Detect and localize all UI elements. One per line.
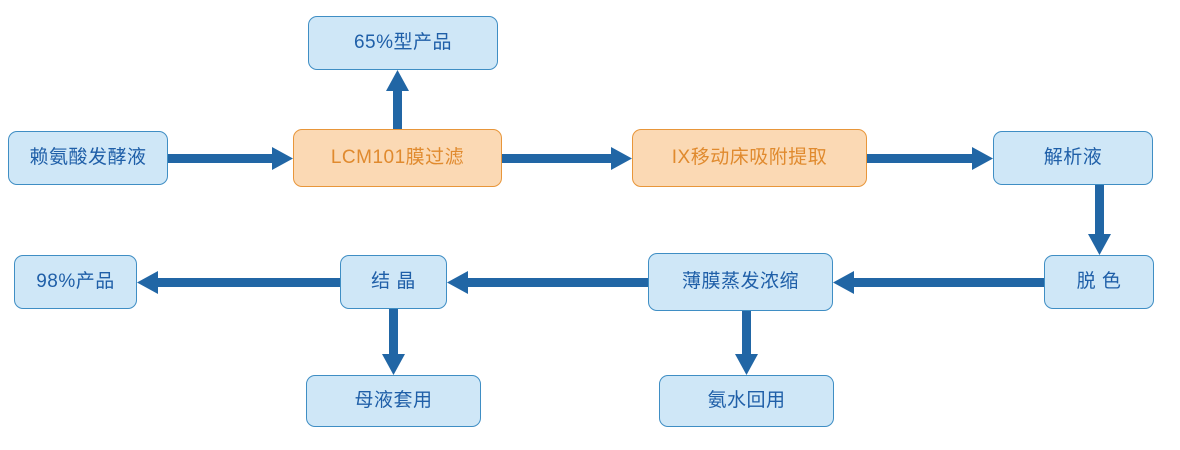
arrow-evaporation-to-crystal <box>447 270 648 294</box>
node-label-membrane: LCM101膜过滤 <box>330 146 465 168</box>
node-membrane[interactable]: LCM101膜过滤 <box>293 129 502 187</box>
node-product98[interactable]: 98%产品 <box>14 255 137 309</box>
node-ix[interactable]: IX移动床吸附提取 <box>632 129 867 187</box>
arrow-membrane-to-product65 <box>386 70 409 129</box>
node-label-crystallize: 结 晶 <box>371 270 416 292</box>
node-eluate[interactable]: 解析液 <box>993 131 1153 185</box>
node-label-motherliquor: 母液套用 <box>354 389 433 411</box>
node-label-eluate: 解析液 <box>1043 146 1103 168</box>
node-label-ammonia: 氨水回用 <box>707 389 786 411</box>
node-label-product98: 98%产品 <box>36 270 115 292</box>
node-label-evaporation: 薄膜蒸发浓缩 <box>681 270 799 292</box>
node-motherliquor[interactable]: 母液套用 <box>306 375 481 427</box>
node-label-product65: 65%型产品 <box>353 31 453 53</box>
node-crystallize[interactable]: 结 晶 <box>340 255 447 309</box>
node-label-ix: IX移动床吸附提取 <box>671 146 828 168</box>
arrow-membrane-to-ix <box>502 146 632 170</box>
node-decolor[interactable]: 脱 色 <box>1044 255 1154 309</box>
node-feed[interactable]: 赖氨酸发酵液 <box>8 131 168 185</box>
node-label-decolor: 脱 色 <box>1076 270 1122 292</box>
arrow-evaporation-to-ammonia <box>735 311 758 375</box>
node-ammonia[interactable]: 氨水回用 <box>659 375 834 427</box>
node-evaporation[interactable]: 薄膜蒸发浓缩 <box>648 253 833 311</box>
arrow-crystal-to-product98 <box>137 270 340 294</box>
node-product65[interactable]: 65%型产品 <box>308 16 498 70</box>
node-label-feed: 赖氨酸发酵液 <box>29 146 147 168</box>
arrow-crystal-to-mother <box>382 309 405 375</box>
arrow-ix-to-eluate <box>867 146 993 170</box>
arrow-decolor-to-evaporation <box>833 270 1044 294</box>
arrow-feed-to-membrane <box>168 146 293 170</box>
arrow-eluate-to-decolor <box>1087 185 1111 255</box>
